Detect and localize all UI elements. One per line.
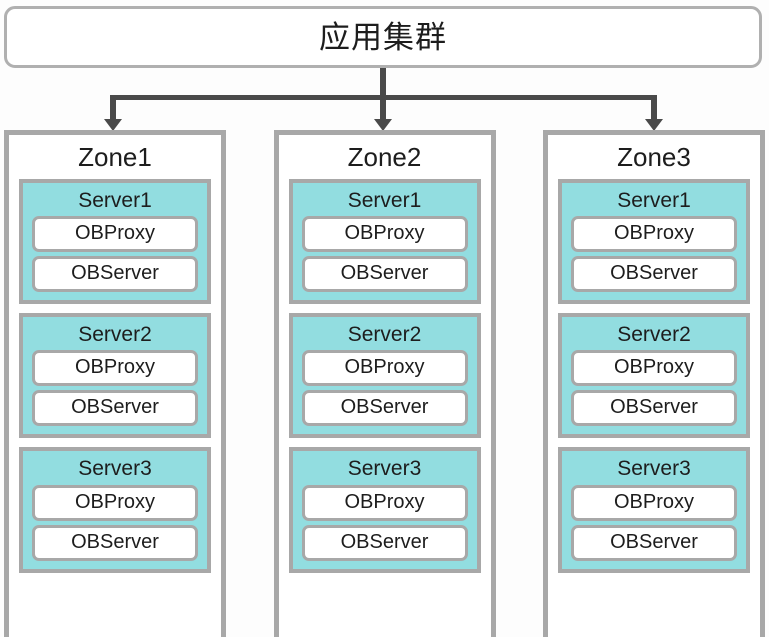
- arrowhead-down-icon-zone3: [645, 119, 663, 131]
- zone-label: Zone2: [347, 142, 422, 172]
- server-node: Server1 OBProxy OBServer: [288, 179, 481, 305]
- component-observer: OBServer: [301, 256, 468, 293]
- component-obproxy: OBProxy: [301, 216, 468, 253]
- connector-stem: [380, 68, 386, 100]
- component-observer: OBServer: [32, 256, 198, 293]
- connector-drop-zone1: [110, 95, 116, 121]
- zone-container: Zone1 Server1 OBProxy OBServer Server2 O…: [0, 130, 769, 637]
- zone-label: Zone3: [617, 142, 691, 172]
- server-node: Server2 OBProxy OBServer: [19, 313, 211, 439]
- server-label: Server2: [347, 323, 422, 347]
- server-label: Server3: [78, 457, 152, 481]
- arrowhead-down-icon-zone1: [104, 119, 122, 131]
- component-observer: OBServer: [32, 524, 198, 561]
- zone-node-1: Zone1 Server1 OBProxy OBServer Server2 O…: [4, 130, 226, 637]
- connector-drop-zone2: [380, 95, 386, 121]
- component-obproxy: OBProxy: [301, 350, 468, 387]
- server-node: Server3 OBProxy OBServer: [558, 447, 750, 573]
- component-obproxy: OBProxy: [32, 216, 198, 253]
- connector-drop-zone3: [651, 95, 657, 121]
- server-node: Server1 OBProxy OBServer: [19, 179, 211, 305]
- application-cluster-label: 应用集群: [319, 19, 447, 55]
- server-node: Server2 OBProxy OBServer: [558, 313, 750, 439]
- server-label: Server1: [78, 189, 152, 213]
- arrowhead-down-icon-zone2: [374, 119, 392, 131]
- zone-label: Zone1: [78, 142, 152, 172]
- component-observer: OBServer: [32, 390, 198, 427]
- component-observer: OBServer: [571, 390, 737, 427]
- component-obproxy: OBProxy: [32, 484, 198, 521]
- server-node: Server2 OBProxy OBServer: [288, 313, 481, 439]
- server-node: Server1 OBProxy OBServer: [558, 179, 750, 305]
- component-observer: OBServer: [571, 524, 737, 561]
- server-label: Server3: [617, 457, 691, 481]
- component-obproxy: OBProxy: [571, 350, 737, 387]
- component-obproxy: OBProxy: [571, 216, 737, 253]
- server-label: Server1: [617, 189, 691, 213]
- zone-node-3: Zone3 Server1 OBProxy OBServer Server2 O…: [543, 130, 765, 637]
- component-observer: OBServer: [571, 256, 737, 293]
- component-observer: OBServer: [301, 524, 468, 561]
- server-label: Server2: [617, 323, 691, 347]
- server-label: Server3: [347, 457, 422, 481]
- server-node: Server3 OBProxy OBServer: [288, 447, 481, 573]
- server-node: Server3 OBProxy OBServer: [19, 447, 211, 573]
- component-obproxy: OBProxy: [32, 350, 198, 387]
- server-label: Server1: [347, 189, 422, 213]
- application-cluster-node: 应用集群: [4, 6, 762, 68]
- server-label: Server2: [78, 323, 152, 347]
- zone-node-2: Zone2 Server1 OBProxy OBServer Server2 O…: [273, 130, 496, 637]
- component-observer: OBServer: [301, 390, 468, 427]
- component-obproxy: OBProxy: [301, 484, 468, 521]
- component-obproxy: OBProxy: [571, 484, 737, 521]
